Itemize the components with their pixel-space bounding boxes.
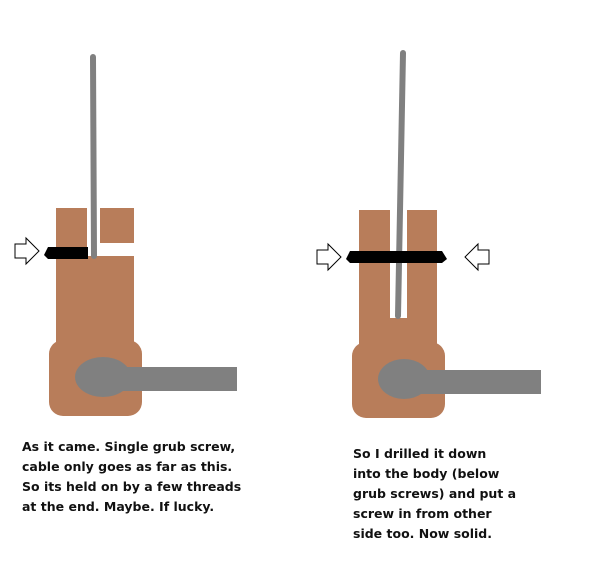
before-body-tab (100, 208, 134, 243)
before-assembly (14, 54, 237, 416)
after-arrow-left (316, 242, 342, 272)
before-body-upper (56, 208, 134, 343)
caption-after: So I drilled it down into the body (belo… (353, 446, 517, 541)
before-arrow-left (14, 236, 40, 266)
after-grub-ring (346, 251, 447, 263)
after-lug-bar (412, 370, 541, 394)
after-body-upper (359, 210, 437, 345)
caption-before: As it came. Single grub screw, cable onl… (22, 439, 242, 514)
after-arrow-right (464, 242, 490, 272)
after-cable (395, 50, 406, 319)
before-lug-bar (110, 367, 237, 391)
before-cable (90, 54, 97, 259)
before-grub-ring (44, 247, 88, 259)
after-assembly (316, 50, 541, 418)
